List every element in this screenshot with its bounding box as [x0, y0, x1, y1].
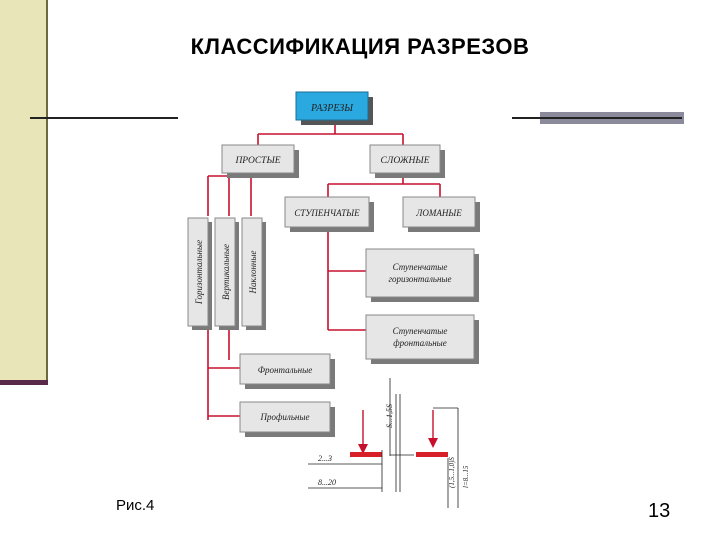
node-vertical-label: Вертикальные: [221, 244, 231, 300]
side-band: [0, 0, 46, 384]
node-broken-label: ЛОМАНЫЕ: [415, 208, 462, 218]
node-frontal: Фронтальные: [239, 353, 335, 389]
node-complex-label: СЛОЖНЫЕ: [380, 156, 429, 166]
node-horizontal-label: Горизонтальные: [194, 240, 204, 305]
side-foot-accent: [0, 380, 48, 385]
node-stepped-horizontal-line2: горизонтальные: [388, 274, 451, 284]
classification-diagram: РАЗРЕЗЫ ПРОСТЫЕ СЛОЖНЫЕ СТУПЕНЧАТЫЕ ЛОМА…: [187, 91, 480, 508]
page-number: 13: [648, 500, 671, 522]
dim-label-4: (1,5...1,0)S: [448, 457, 456, 488]
node-profile-label: Профильные: [260, 412, 310, 422]
node-horizontal: Горизонтальные: [187, 217, 212, 330]
node-stepped-horizontal-line1: Ступенчатые: [393, 262, 448, 272]
node-simple-label: ПРОСТЫЕ: [234, 156, 280, 166]
slide-title: КЛАССИФИКАЦИЯ РАЗРЕЗОВ: [190, 34, 530, 59]
title-rule-right: [512, 117, 682, 119]
node-complex: СЛОЖНЫЕ: [369, 144, 445, 178]
side-rule: [46, 0, 48, 384]
connectors: [207, 124, 441, 420]
dim-label-2: 8...20: [318, 478, 336, 487]
title-rule-left: [30, 117, 182, 119]
node-broken: ЛОМАНЫЕ: [402, 196, 480, 232]
node-frontal-label: Фронтальные: [258, 365, 312, 375]
node-stepped-label: СТУПЕНЧАТЫЕ: [294, 208, 360, 218]
node-vertical: Вертикальные: [214, 217, 239, 330]
node-root: РАЗРЕЗЫ: [295, 91, 373, 125]
node-stepped-frontal: Ступенчатые фронтальные: [365, 314, 479, 364]
node-stepped-horizontal: Ступенчатые горизонтальные: [365, 248, 479, 302]
node-stepped-frontal-line2: фронтальные: [393, 338, 447, 348]
node-stepped: СТУПЕНЧАТЫЕ: [284, 196, 374, 232]
dim-label-3: S...1,5S: [385, 404, 394, 428]
figure-caption: Рис.4: [116, 497, 155, 514]
node-stepped-frontal-line1: Ступенчатые: [393, 326, 448, 336]
node-inclined-label: Наклонные: [248, 251, 258, 295]
node-profile: Профильные: [239, 401, 335, 437]
node-inclined: Наклонные: [241, 217, 266, 330]
classification-figure: РАЗРЕЗЫ ПРОСТЫЕ СЛОЖНЫЕ СТУПЕНЧАТЫЕ ЛОМА…: [178, 78, 512, 518]
node-root-label: РАЗРЕЗЫ: [310, 103, 354, 114]
section-line-drawing: 2...3 8...20 S...1,5S (1,5...1,0)S l=8..…: [308, 378, 470, 508]
dim-label-1: 2...3: [318, 454, 332, 463]
node-simple: ПРОСТЫЕ: [221, 144, 299, 178]
dim-label-5: l=8...15: [462, 465, 470, 488]
